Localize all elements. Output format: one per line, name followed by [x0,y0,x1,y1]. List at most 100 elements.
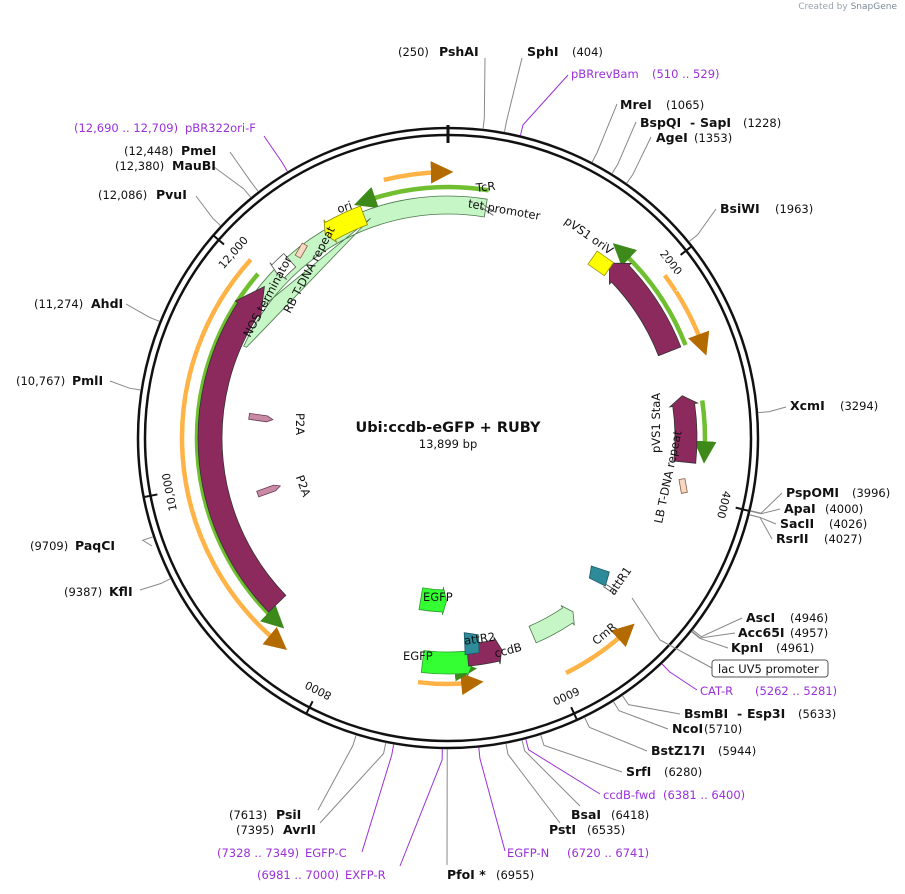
tet-promoter-marker [481,205,496,216]
site-name-ncoi: NcoI [672,721,703,736]
site-pos-paqci: (9709) [30,539,68,553]
site-leader-line [626,136,652,184]
site-pos-bstz17i: (5944) [718,744,756,758]
site-pos-srfi: (6280) [664,765,702,779]
site-leader-line [688,208,717,243]
feature-label-p2a-1: P2A [293,413,307,435]
site-name-agei: AgeI [656,130,688,145]
credit-brand: SnapGene [850,2,897,12]
site-pos-ahdi: (11,274) [34,297,83,311]
pvs1-repa-arrow [608,262,682,357]
site-leader-line [591,103,618,163]
orf-arc [693,400,717,464]
site-name-esp3i: Esp3I [747,706,785,721]
site-leader-line [611,121,637,174]
feature-label-tet-promoter: tet promoter [467,196,542,223]
site-leader-line [109,380,141,391]
site-leader-line [482,57,486,130]
feature-label-ccdb: ccdB [493,640,524,661]
site-name-bstz17i: BstZ17I [651,743,705,758]
site-sep-bspqi: - [690,115,695,130]
site-name-acc65i: Acc65I [738,625,785,640]
feature-layer [197,195,699,677]
site-name-pshai: PshAI [439,44,479,59]
site-leader-line [540,734,623,773]
site-labels: (250) PshAI SphI (404) MreI (1065) BspQI… [16,44,890,882]
site-pos-bsiwi: (1963) [775,202,813,216]
tick-mark [570,706,578,721]
site-leader-line [125,303,160,322]
tick-mark [143,493,158,499]
p2a-arrow-1 [248,412,274,423]
primer-range-exfp-r: (6981 .. 7000) [257,868,339,882]
site-leader-line [691,630,736,639]
primer-name-ccdb-fwd: ccdB-fwd [603,788,656,802]
site-pos-kfli: (9387) [64,585,102,599]
lac-uv5-marker [603,584,618,595]
site-name-bsai: BsaI [571,807,601,822]
site-pos-mrei: (1065) [666,98,704,112]
tick-mark [212,234,225,246]
site-pos-acc65i: (4957) [790,626,828,640]
pvs1-staa-arrow [668,395,699,464]
site-name-sacii: SacII [780,516,814,531]
site-pos-maubi: (12,380) [115,159,164,173]
site-leader-line [750,492,783,514]
site-name-psti: PstI [549,822,576,837]
tick-mark [735,506,750,512]
site-leader-line [691,631,729,649]
pvs1-oriv-block [587,250,615,277]
site-name-bsiwi: BsiWI [720,201,760,216]
rb-repeat-block [294,242,308,259]
feature-label-ruby: RUBY [222,459,241,493]
primer-name-pbrrevbam: pBRrevBam [571,67,639,81]
primer-range-ccdb-fwd: (6381 .. 6400) [663,788,745,802]
site-leader-line [521,739,581,807]
snapgene-credit: Created by SnapGene [798,2,897,12]
lac-uv5-box [711,659,829,678]
site-pos-sapi: (1228) [743,116,781,130]
site-pos-pvui: (12,086) [98,188,147,202]
site-name-apai: ApaI [784,501,816,516]
primer-labels: pBRrevBam (510 .. 529) (12,690 .. 12,709… [74,67,837,882]
primer-range-egfp-c: (7328 .. 7349) [217,846,299,860]
primer-leader-line [525,738,601,795]
orf-arc [383,161,454,184]
site-name-asci: AscI [746,610,775,625]
site-pos-pspomi: (3996) [852,486,890,500]
primer-leader-line [661,663,698,691]
feature-label-attr2: attR2 [463,630,496,648]
site-name-bspqi: BspQI [640,115,681,130]
lb-repeat-block [678,478,688,494]
tick-label: 6000 [551,684,582,707]
site-pos-kpni: (4961) [776,641,814,655]
primer-range-cat-r: (5262 .. 5281) [755,684,837,698]
site-name-pmli: PmlI [72,373,103,388]
site-leader-line [195,195,222,227]
tick-mark [305,700,314,715]
site-leader-line [213,166,252,198]
plasmid-size: 13,899 bp [419,437,478,451]
feature-label-ori: ori [335,198,354,216]
site-pos-asci: (4946) [790,611,828,625]
attr1-block [588,565,610,587]
primer-leader-line [478,747,506,852]
tick-label: 10,000 [160,472,180,512]
orf-arc [564,623,635,676]
plasmid-name: Ubi:ccdb-eGFP + RUBY [355,420,541,436]
site-pos-agei: (1353) [694,131,732,145]
orf-arc [662,273,710,356]
site-name-psii: PsiI [276,807,301,822]
site-pos-sphi: (404) [572,45,603,59]
site-leader-line [505,743,561,824]
primer-range-pbrrevbam: (510 .. 529) [652,67,720,81]
site-name-maubi: MauBI [172,158,216,173]
orf-arc [417,672,484,696]
ori-arrow [323,205,368,243]
lac-uv5-leader [631,597,713,669]
site-name-pfoi: PfoI * [447,867,486,882]
primer-leader-line [263,135,288,172]
primer-name-egfp-n: EGFP-N [507,846,549,860]
site-pos-psii: (7613) [229,808,267,822]
